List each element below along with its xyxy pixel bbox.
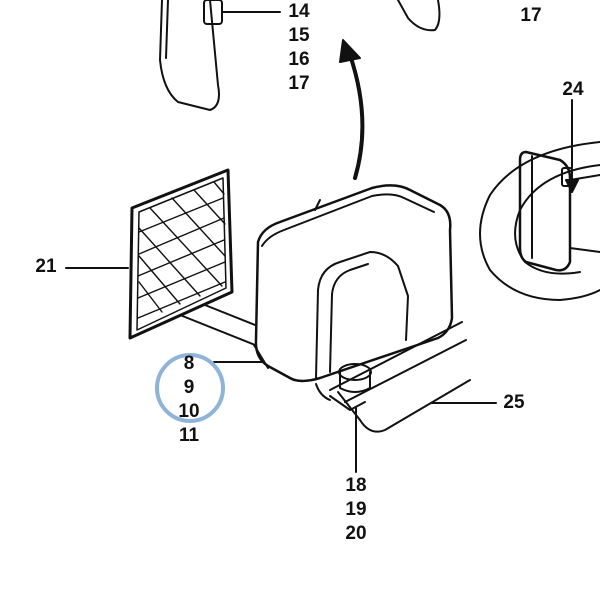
callout-9: 9	[183, 377, 195, 398]
callout-group-left: 8 9 10 11	[174, 352, 204, 448]
callout-19: 19	[345, 499, 367, 520]
upper-lever-part	[159, 0, 281, 111]
highlight-ring	[155, 353, 225, 423]
callout-8: 8	[183, 353, 195, 374]
mesh-grid	[137, 181, 226, 319]
callout-21: 21	[35, 256, 57, 277]
callout-10: 10	[178, 401, 200, 422]
callout-17-right: 17	[520, 5, 542, 26]
direction-arrow	[339, 39, 365, 180]
callout-11: 11	[178, 425, 200, 446]
callout-group-top: 14 15 16 17	[284, 0, 314, 96]
bolt-assembly	[315, 363, 372, 473]
callout-15: 15	[288, 25, 310, 46]
callout-group-bottom: 18 19 20	[340, 474, 372, 546]
mounting-bracket	[179, 304, 256, 346]
mesh-filter-part	[65, 168, 234, 340]
callout-16: 16	[288, 49, 310, 70]
callout-25: 25	[503, 392, 525, 413]
callout-14: 14	[288, 1, 310, 22]
callout-20: 20	[345, 523, 367, 544]
upper-right-part	[397, 0, 441, 32]
callout-18: 18	[345, 475, 367, 496]
right-side-assembly	[479, 99, 600, 301]
air-filter-housing	[253, 184, 454, 383]
lower-rail-part	[329, 321, 497, 433]
callout-24: 24	[562, 79, 584, 100]
callout-17: 17	[288, 73, 310, 94]
